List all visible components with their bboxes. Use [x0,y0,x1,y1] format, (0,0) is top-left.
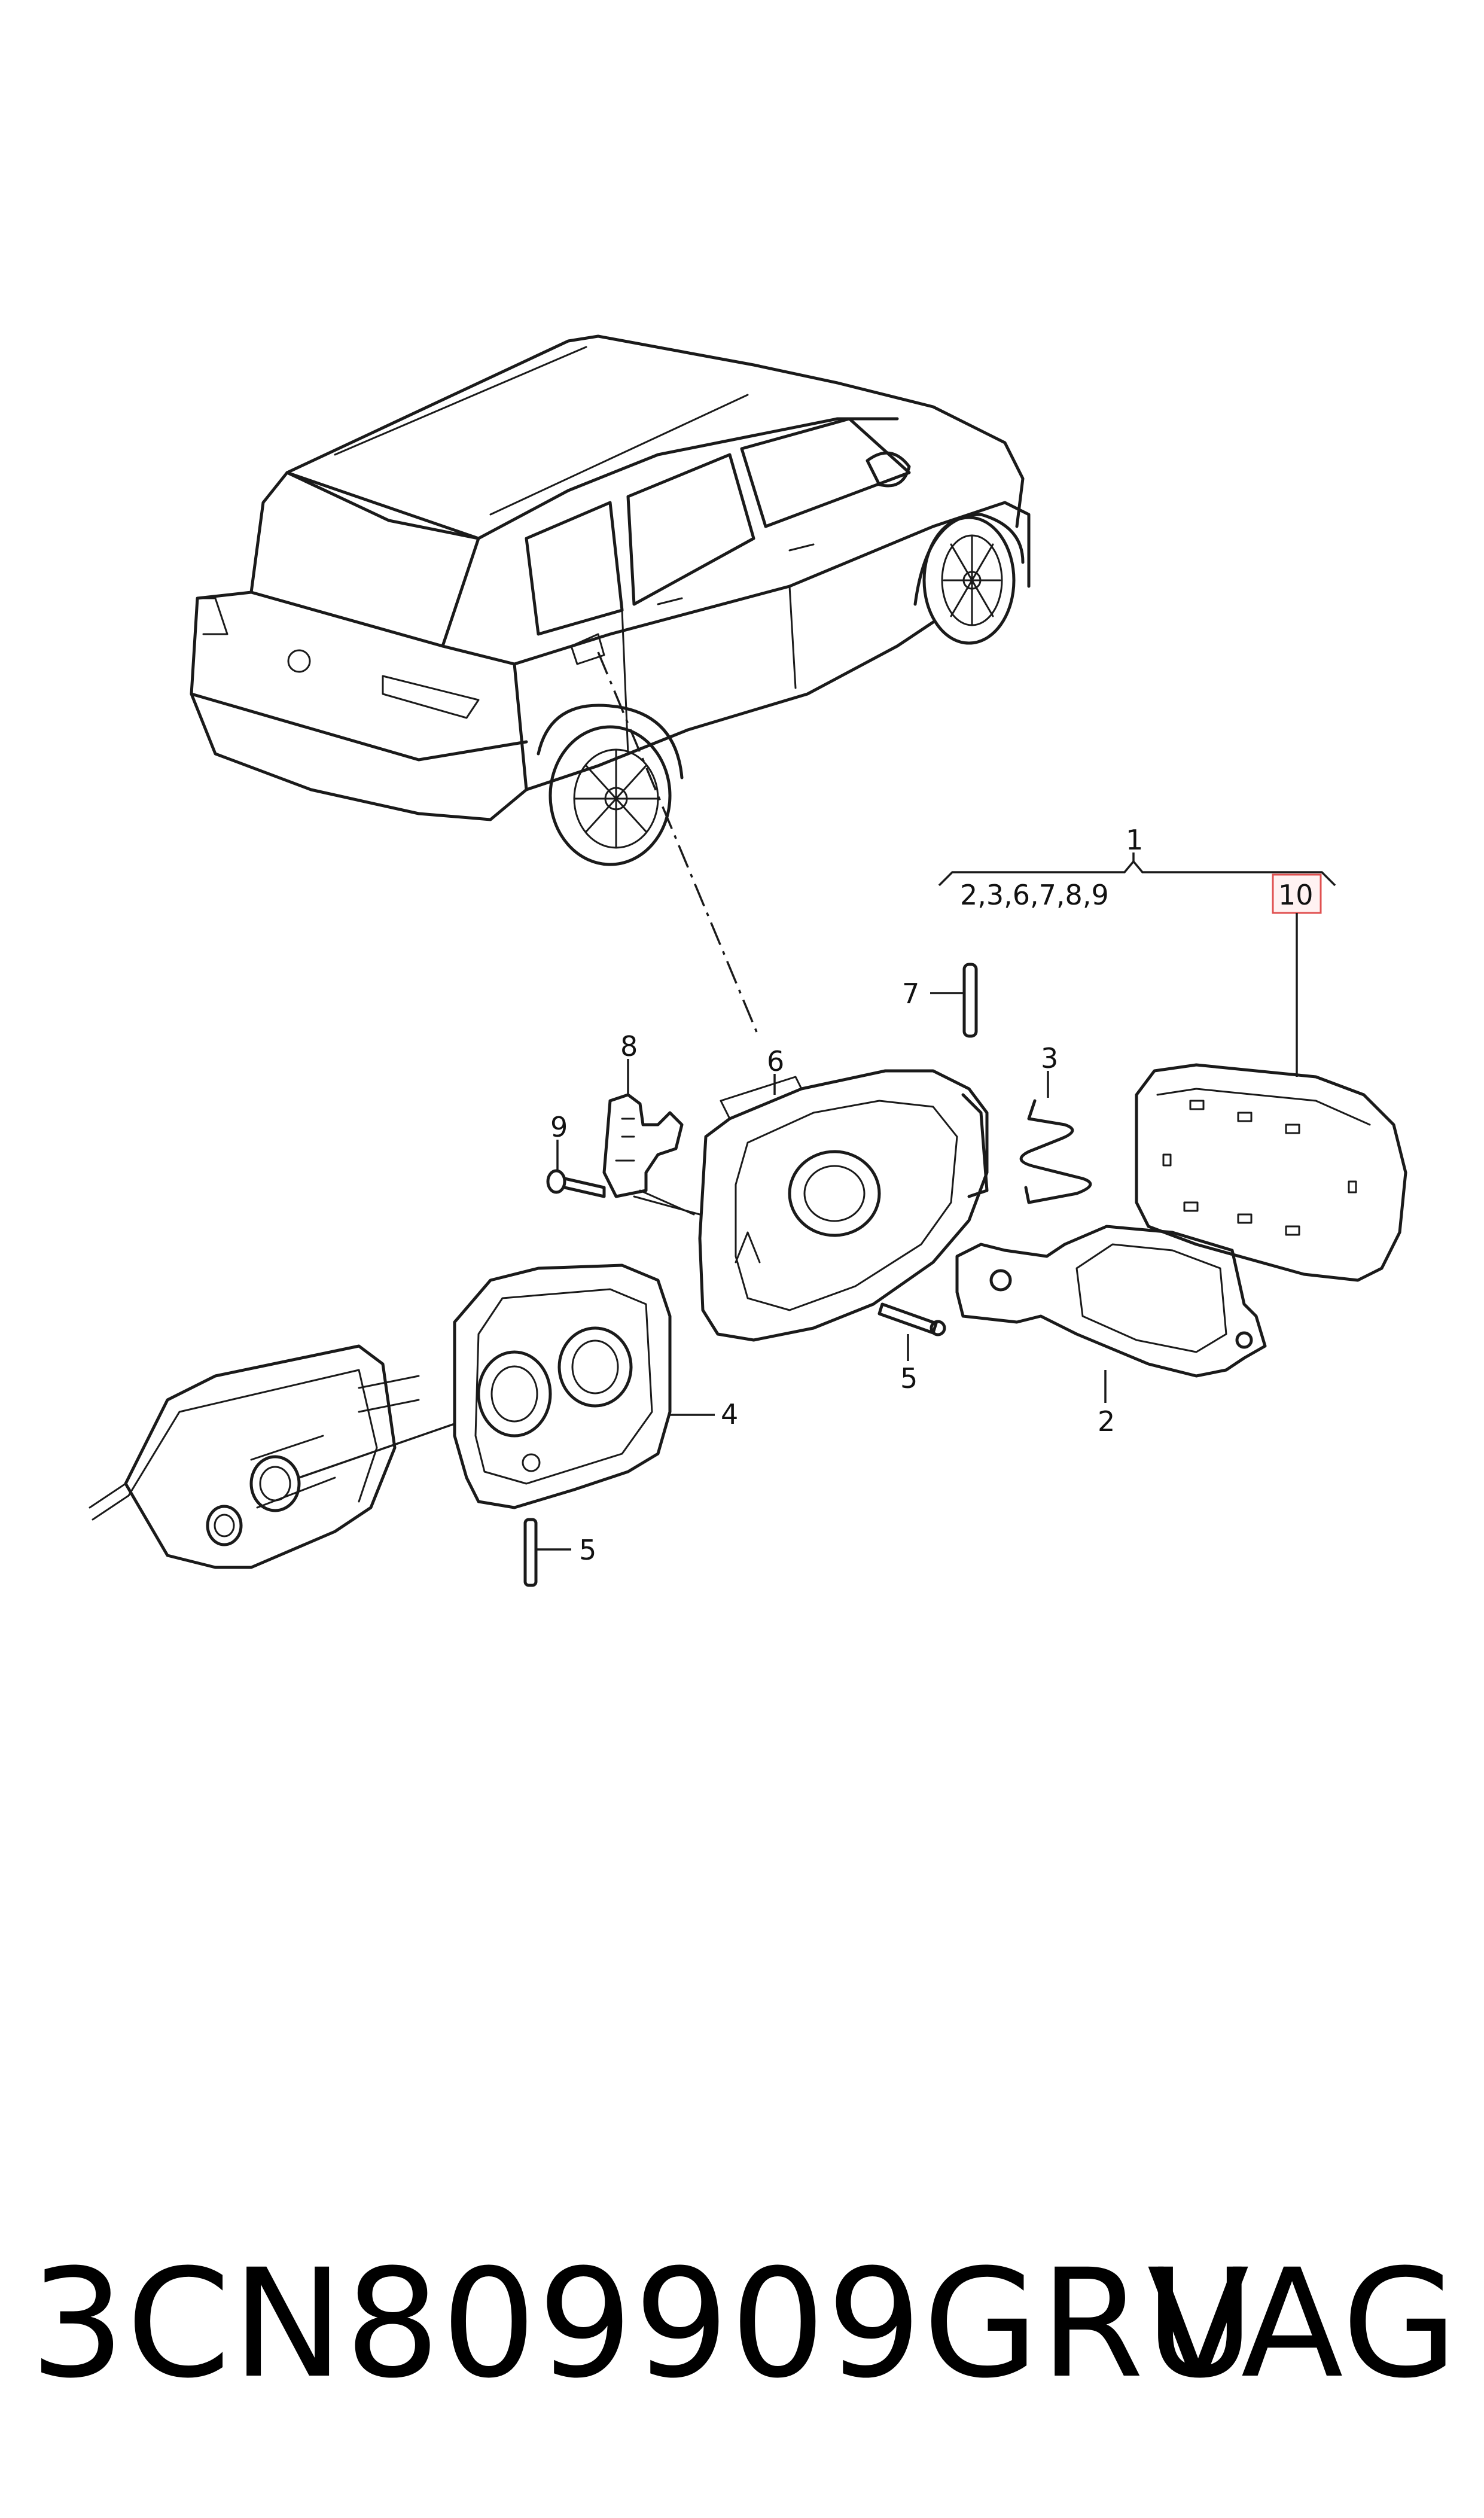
callout-5-upper: 5 [900,1362,918,1395]
part-number: 3CN809909GRU [30,2237,1256,2411]
cover-part-10 [1135,1063,1407,1282]
pin-part-5-lower [523,1518,571,1587]
callout-3: 3 [1041,1042,1058,1074]
screw-part-9 [546,1140,606,1198]
filler-housing-part-4 [453,1263,715,1509]
vehicle-illustration [190,334,1031,866]
callout-6: 6 [767,1045,784,1077]
fuel-flap-housing-part-6 [633,1069,989,1342]
hinge-arm-part-2 [955,1225,1267,1403]
callout-8: 8 [620,1030,638,1062]
callout-1: 1 [1126,824,1143,856]
callout-labels: 1 2,3,6,7,8,9 10 7 8 6 3 9 5 2 4 5 [550,824,1314,1566]
callout-4: 4 [721,1398,738,1430]
callout-7: 7 [902,978,919,1010]
reference-line [597,651,758,1033]
callout-1-subparts: 2,3,6,7,8,9 [960,879,1109,911]
callout-5-lower: 5 [579,1534,596,1566]
actuator-part-8 [602,1059,695,1216]
body-panel-filler-neck [89,1344,455,1569]
spring-part-3 [1019,1071,1092,1204]
callout-2: 2 [1098,1405,1115,1438]
brand-label: VAG [1147,2237,1459,2411]
hinge-pin-part-7 [930,963,978,1038]
callout-9: 9 [550,1111,568,1143]
callout-10: 10 [1278,879,1314,911]
pin-part-5-upper [877,1302,946,1361]
assembly-bracket [938,852,1336,1077]
